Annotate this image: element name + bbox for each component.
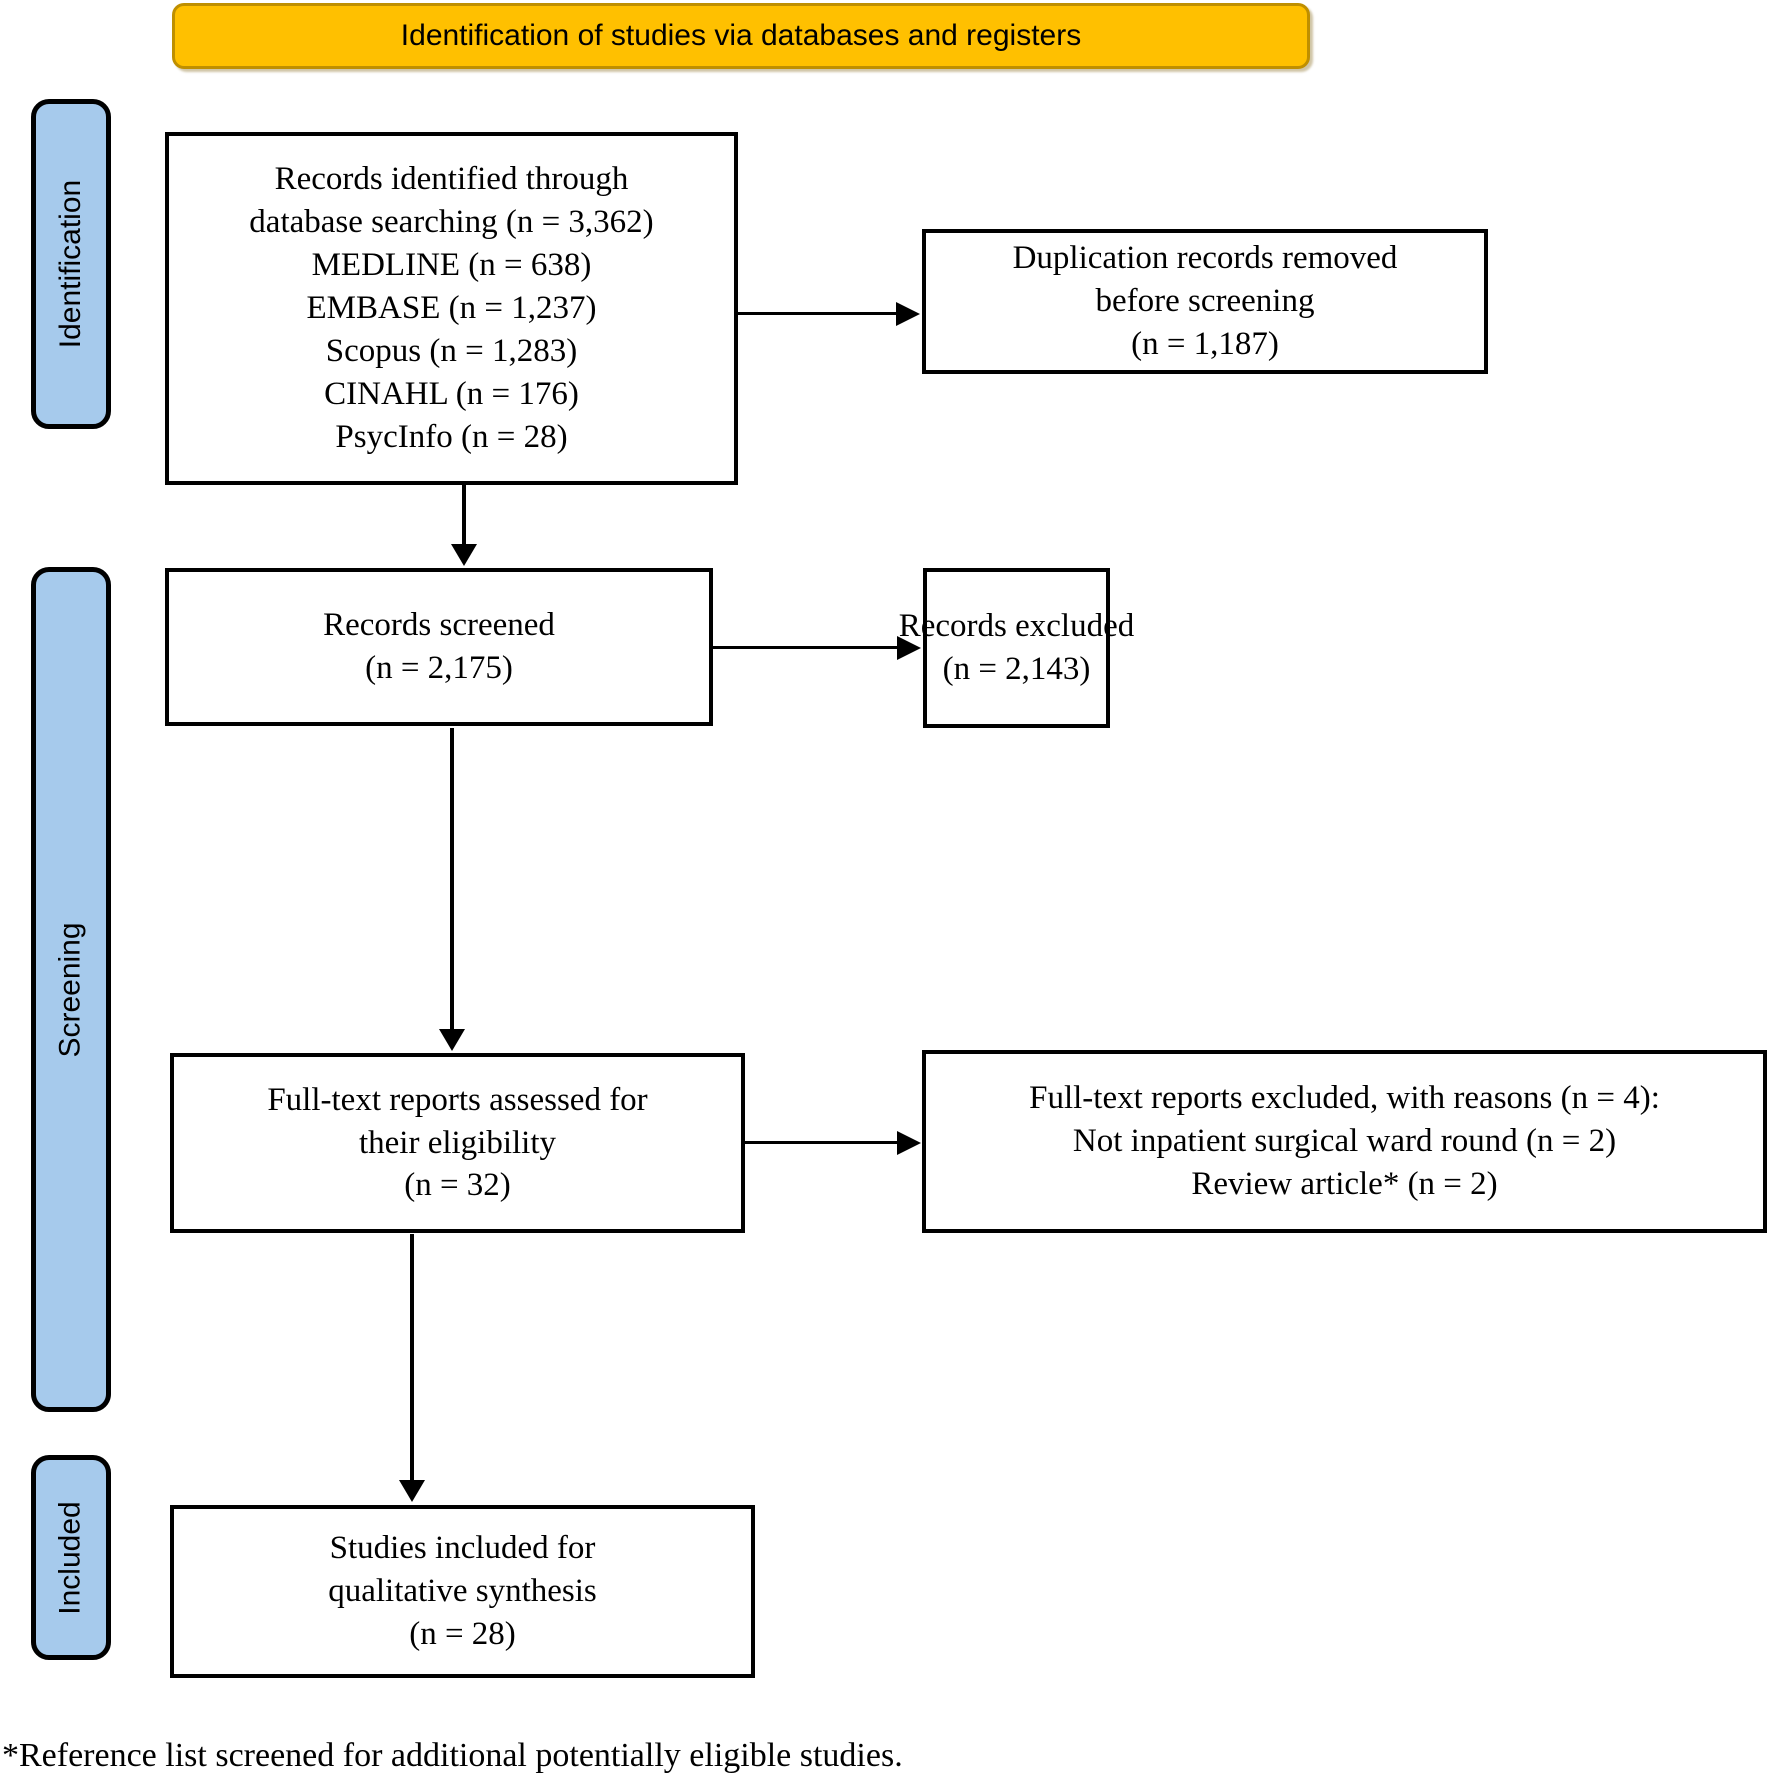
stage-label-screening: Screening xyxy=(54,921,87,1058)
box-line: Records excluded xyxy=(898,608,1135,645)
box-line: EMBASE (n = 1,237) xyxy=(306,290,597,327)
box-fulltext-excluded: Full-text reports excluded, with reasons… xyxy=(922,1050,1767,1233)
box-line: Review article* (n = 2) xyxy=(1191,1165,1498,1202)
arrow-shaft xyxy=(738,312,898,315)
box-line: (n = 28) xyxy=(409,1615,516,1652)
arrow-head-down-icon xyxy=(439,1029,465,1051)
box-line: Studies included for xyxy=(329,1530,596,1567)
box-line: their eligibility xyxy=(358,1124,557,1161)
arrow-head-right-icon xyxy=(897,1131,921,1155)
arrow-shaft xyxy=(410,1234,414,1482)
arrow-shaft xyxy=(450,728,454,1031)
box-line: MEDLINE (n = 638) xyxy=(311,247,592,284)
box-line: Full-text reports assessed for xyxy=(267,1081,648,1118)
box-duplicates-removed: Duplication records removed before scree… xyxy=(922,229,1488,374)
stage-bar-identification: Identification xyxy=(31,99,111,429)
box-line: Duplication records removed xyxy=(1012,240,1398,277)
stage-label-included: Included xyxy=(54,1500,87,1615)
arrow-head-down-icon xyxy=(451,544,477,566)
header-banner-label: Identification of studies via databases … xyxy=(400,19,1082,52)
stage-bar-screening: Screening xyxy=(31,567,111,1412)
box-line: database searching (n = 3,362) xyxy=(249,204,654,241)
box-line: (n = 32) xyxy=(404,1167,511,1204)
box-fulltext-assessed: Full-text reports assessed for their eli… xyxy=(170,1053,745,1233)
box-line: before screening xyxy=(1095,283,1315,320)
arrow-shaft xyxy=(713,646,899,649)
stage-bar-included: Included xyxy=(31,1455,111,1660)
box-line: qualitative synthesis xyxy=(328,1573,597,1610)
box-studies-included: Studies included for qualitative synthes… xyxy=(170,1505,755,1678)
stage-label-identification: Identification xyxy=(54,179,88,349)
box-line: (n = 2,143) xyxy=(942,651,1091,687)
box-line: Records identified through xyxy=(274,161,629,198)
box-records-screened: Records screened (n = 2,175) xyxy=(165,568,713,726)
header-banner: Identification of studies via databases … xyxy=(172,3,1310,69)
box-line: Full-text reports excluded, with reasons… xyxy=(1029,1080,1660,1117)
arrow-shaft xyxy=(745,1141,899,1144)
box-line: (n = 1,187) xyxy=(1131,325,1279,362)
arrow-shaft xyxy=(462,485,466,546)
box-records-identified: Records identified through database sear… xyxy=(165,132,738,485)
box-line: (n = 2,175) xyxy=(365,650,513,686)
box-line: CINAHL (n = 176) xyxy=(324,375,579,412)
box-line: Scopus (n = 1,283) xyxy=(325,332,578,369)
box-line: Records screened xyxy=(323,607,555,644)
box-line: PsycInfo (n = 28) xyxy=(335,418,568,455)
arrow-head-right-icon xyxy=(897,636,921,660)
box-records-excluded: Records excluded (n = 2,143) xyxy=(899,568,1134,728)
footnote-reference-list: *Reference list screened for additional … xyxy=(2,1737,903,1774)
arrow-head-right-icon xyxy=(896,302,920,326)
arrow-head-down-icon xyxy=(399,1480,425,1502)
box-line: Not inpatient surgical ward round (n = 2… xyxy=(1072,1123,1617,1160)
